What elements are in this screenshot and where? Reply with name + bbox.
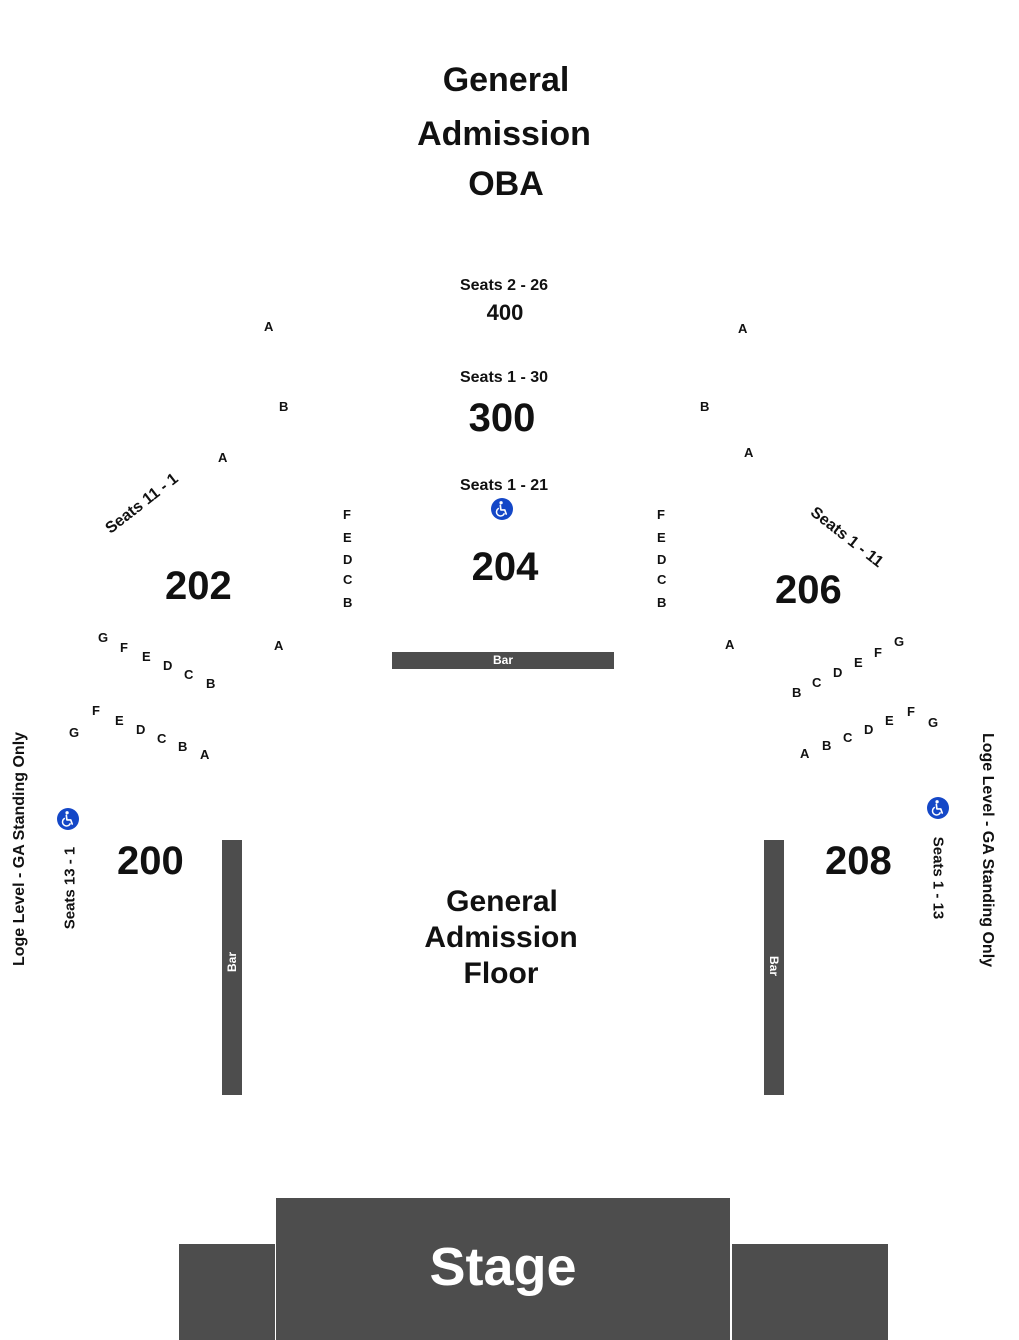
stage-label: Stage — [429, 1237, 577, 1297]
section-202-seats: Seats 11 - 1 — [102, 470, 182, 538]
section-206-seats: Seats 1 - 11 — [807, 503, 887, 571]
row-200-a: A — [200, 747, 210, 762]
section-204-seats: Seats 1 - 21 — [459, 477, 549, 494]
section-202-number[interactable]: 202 — [165, 564, 232, 608]
loge-level-right: Loge Level - GA Standing Only — [979, 732, 996, 968]
row-200-d: D — [136, 722, 146, 737]
row-upper-left-b: B — [279, 399, 289, 414]
row-202-a: A — [274, 638, 284, 653]
row-206-e: E — [854, 655, 863, 670]
section-208-seats: Seats 1 - 13 — [929, 836, 947, 920]
row-206-g: G — [894, 634, 905, 649]
ga-floor-line3: Floor — [463, 957, 539, 990]
bar-right: Bar — [764, 840, 784, 1095]
loge-level-left: Loge Level - GA Standing Only — [11, 731, 28, 967]
row-208-f: F — [907, 704, 915, 719]
row-202-f: F — [120, 640, 128, 655]
section-200-seats: Seats 13 - 1 — [61, 846, 79, 930]
row-upper-left-a1: A — [264, 319, 274, 334]
bar-center-label: Bar — [492, 653, 513, 667]
section-204-number[interactable]: 204 — [471, 545, 539, 589]
stage-main: Stage — [276, 1198, 730, 1340]
section-300-seats: Seats 1 - 30 — [459, 369, 549, 386]
ga-floor-line2: Admission — [424, 921, 578, 954]
row-202-d: D — [163, 658, 173, 673]
row-right-d: D — [657, 552, 667, 567]
row-left-b: B — [343, 595, 353, 610]
wheelchair-accessible-icon — [491, 498, 513, 520]
row-202-b: B — [206, 676, 216, 691]
ga-oba-line1: General — [442, 61, 570, 99]
stage-right-wing — [732, 1244, 888, 1340]
row-202-g: G — [98, 630, 109, 645]
section-200-number[interactable]: 200 — [117, 839, 184, 883]
row-upper-left-a2: A — [218, 450, 228, 465]
row-208-g: G — [928, 715, 939, 730]
bar-center: Bar — [392, 652, 614, 669]
bar-right-label: Bar — [767, 955, 781, 977]
row-206-d: D — [833, 665, 843, 680]
row-upper-right-a2: A — [744, 445, 754, 460]
section-300-number[interactable]: 300 — [468, 396, 536, 440]
row-206-f: F — [874, 645, 882, 660]
row-208-d: D — [864, 722, 874, 737]
wheelchair-accessible-icon — [927, 797, 949, 819]
row-206-b: B — [792, 685, 802, 700]
ga-oba-line2: Admission — [417, 115, 591, 153]
row-right-f: F — [657, 507, 665, 522]
section-400-seats: Seats 2 - 26 — [459, 277, 549, 294]
row-202-e: E — [142, 649, 151, 664]
row-200-b: B — [178, 739, 188, 754]
row-right-c: C — [657, 572, 667, 587]
row-right-e: E — [657, 530, 666, 545]
row-200-f: F — [92, 703, 100, 718]
wheelchair-accessible-icon — [57, 808, 79, 830]
row-200-g: G — [69, 725, 80, 740]
row-200-c: C — [157, 731, 167, 746]
row-208-e: E — [885, 713, 894, 728]
row-right-b: B — [657, 595, 667, 610]
row-upper-right-b: B — [700, 399, 710, 414]
ga-floor-line1: General — [446, 885, 558, 918]
row-208-b: B — [822, 738, 832, 753]
row-left-d: D — [343, 552, 353, 567]
section-400-number[interactable]: 400 — [486, 300, 524, 325]
row-200-e: E — [115, 713, 124, 728]
row-206-a: A — [725, 637, 735, 652]
row-upper-right-a1: A — [738, 321, 748, 336]
bar-left-label: Bar — [225, 951, 239, 973]
bar-left: Bar — [222, 840, 242, 1095]
section-206-number[interactable]: 206 — [775, 568, 842, 612]
row-206-c: C — [812, 675, 822, 690]
row-left-c: C — [343, 572, 353, 587]
row-left-e: E — [343, 530, 352, 545]
ga-oba-line3: OBA — [468, 165, 544, 203]
row-202-c: C — [184, 667, 194, 682]
stage-left-wing — [179, 1244, 275, 1340]
section-208-number[interactable]: 208 — [825, 839, 892, 883]
row-208-a: A — [800, 746, 810, 761]
row-208-c: C — [843, 730, 853, 745]
row-left-f: F — [343, 507, 351, 522]
